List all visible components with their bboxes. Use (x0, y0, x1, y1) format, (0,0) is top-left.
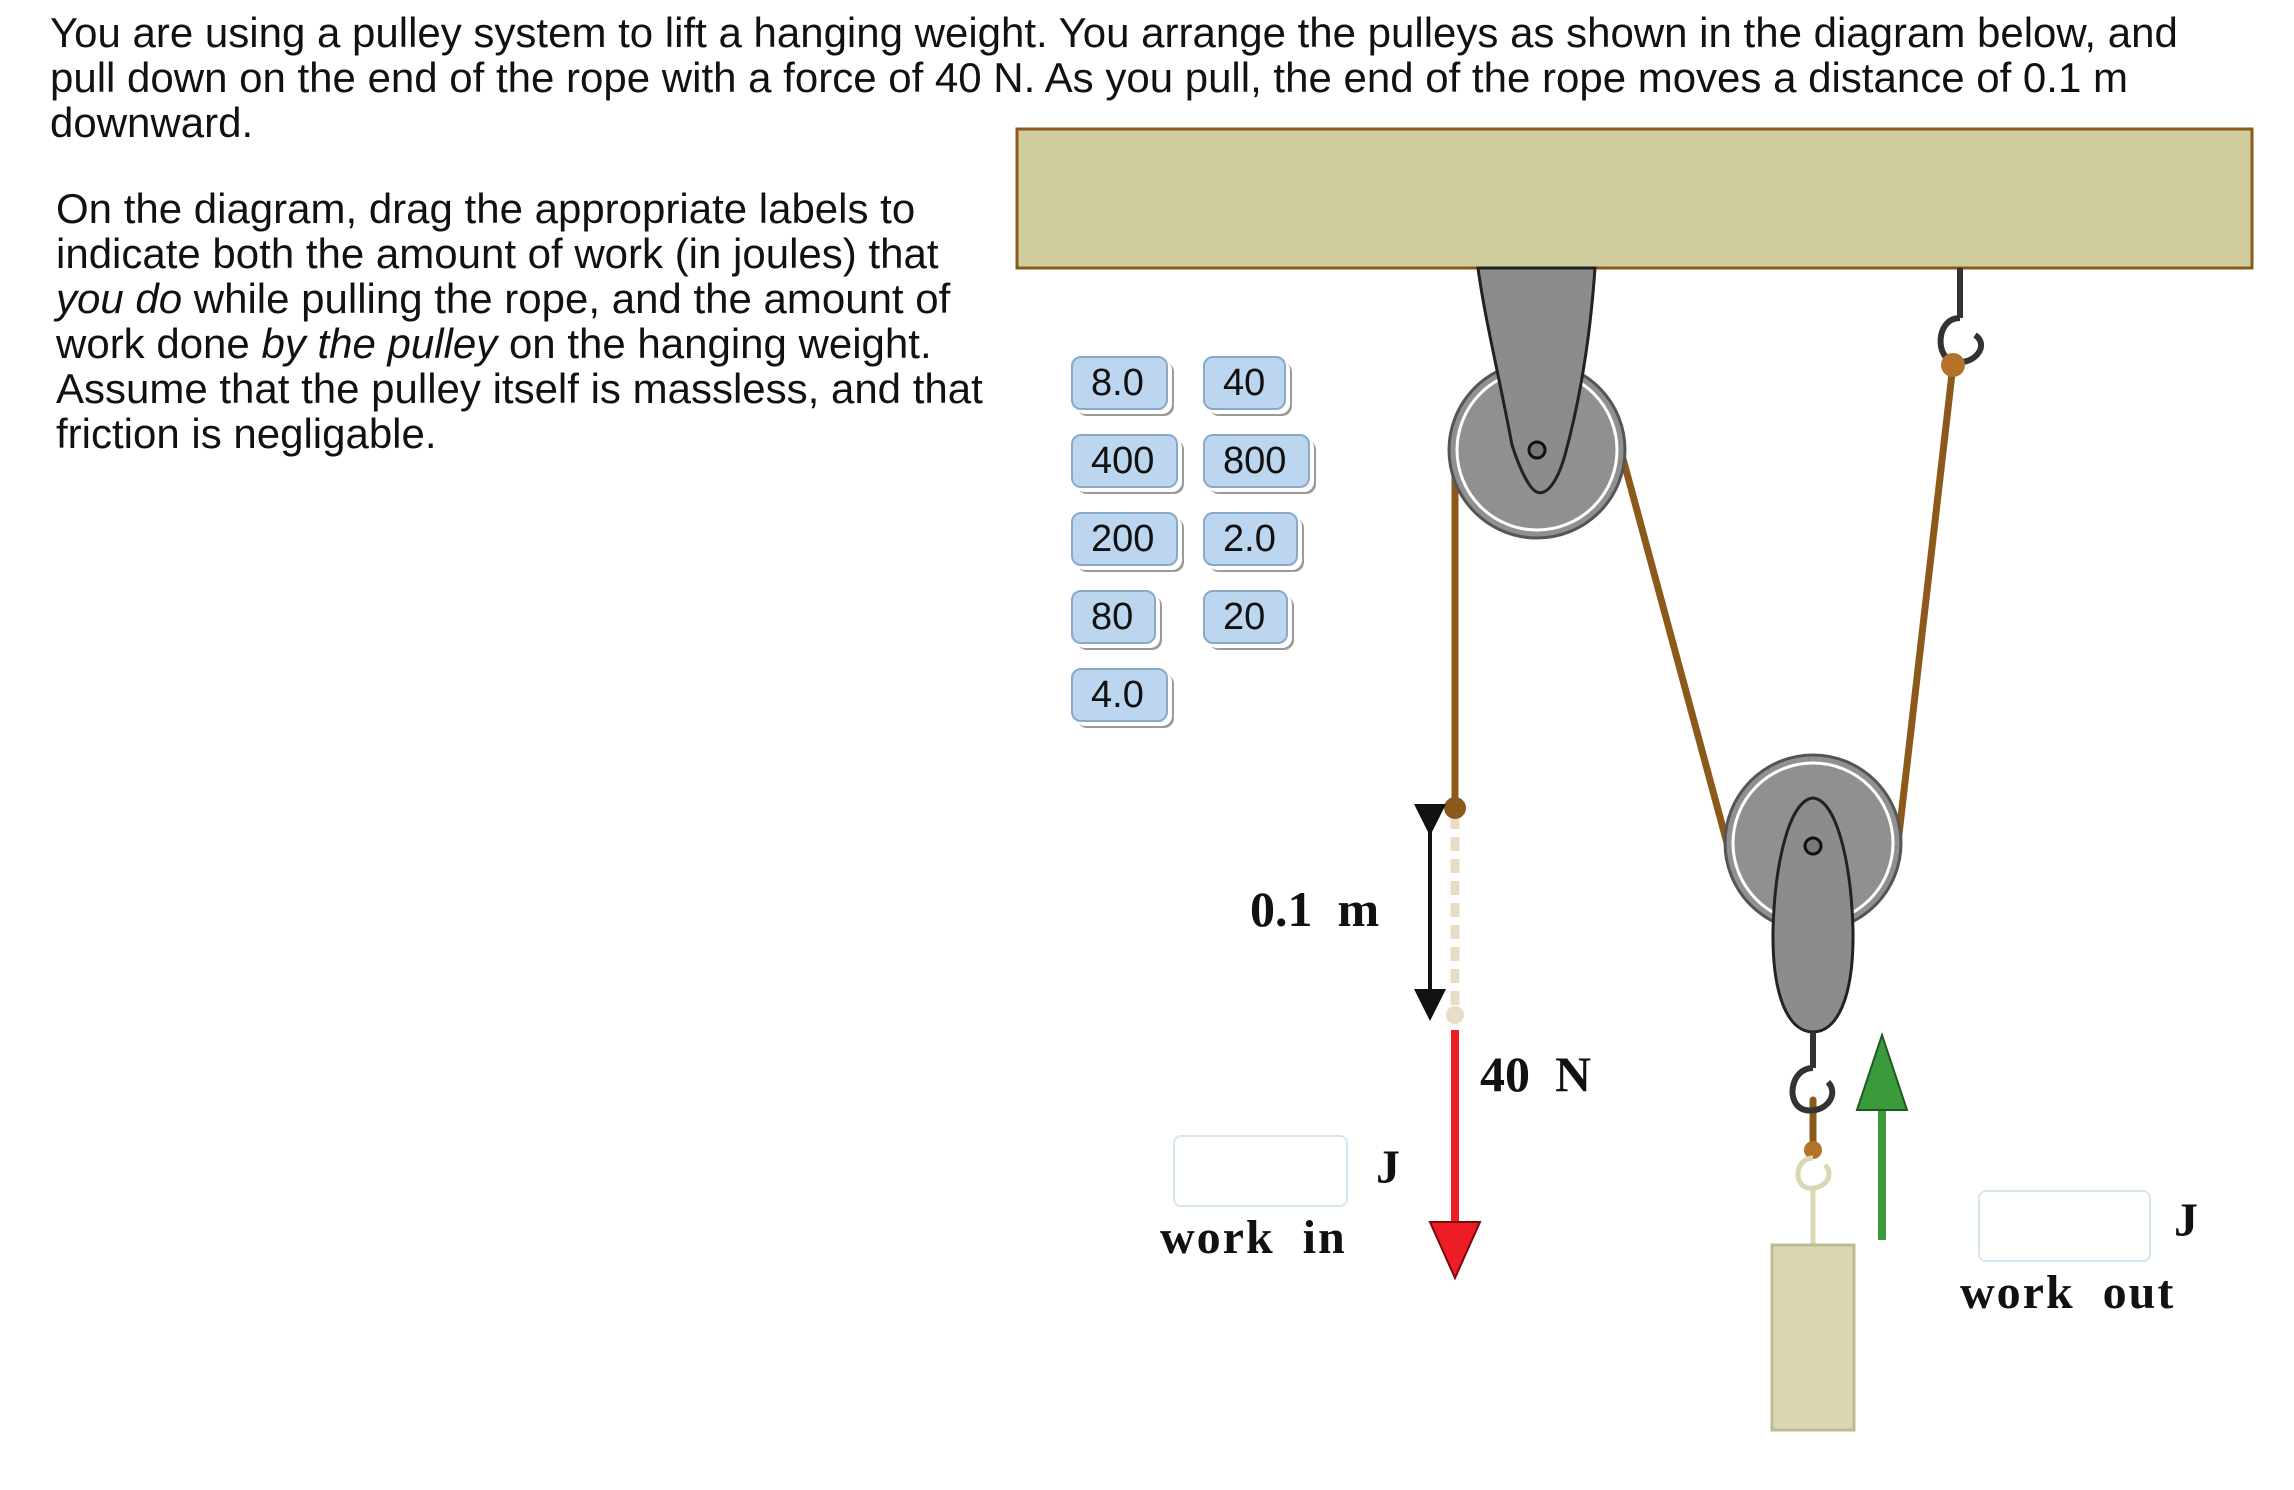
rope-end-knot (1444, 797, 1466, 819)
ceiling-hook (1937, 268, 1985, 377)
label-chip[interactable]: 20 (1203, 590, 1288, 644)
ceiling-beam (1015, 127, 2254, 270)
distance-label: 0.1 m (1250, 880, 1379, 938)
work-in-drop-target[interactable] (1173, 1135, 1348, 1207)
work-in-unit: J (1376, 1141, 1400, 1194)
hanging-weight (1770, 1243, 1856, 1432)
label-chip[interactable]: 400 (1071, 434, 1178, 488)
distance-value: 0.1 (1250, 881, 1313, 937)
force-unit: N (1555, 1046, 1592, 1102)
rope-end-final-position (1446, 1006, 1464, 1024)
instructions-text-3: on the hanging weight. Assume that the p… (56, 320, 983, 457)
work-in-caption: work in (1160, 1211, 1347, 1264)
label-chip[interactable]: 80 (1071, 590, 1156, 644)
label-chip[interactable]: 2.0 (1203, 512, 1298, 566)
force-label: 40 N (1480, 1045, 1591, 1103)
instructions-emphasis-you-do: you do (56, 275, 183, 322)
problem-intro: You are using a pulley system to lift a … (50, 9, 2178, 146)
fixed-pulley (1447, 266, 1627, 540)
work-out-unit: J (2174, 1194, 2198, 1247)
label-chip[interactable]: 40 (1203, 356, 1286, 410)
rope (1451, 361, 1957, 1154)
movable-pulley (1723, 753, 1903, 1114)
work-out-drop-target[interactable] (1978, 1190, 2151, 1262)
weight-hook (1795, 1141, 1832, 1245)
label-chip[interactable]: 8.0 (1071, 356, 1168, 410)
problem-instructions: On the diagram, drag the appropriate lab… (56, 186, 1016, 456)
work-out-caption: work out (1960, 1266, 2176, 1319)
label-chip[interactable]: 4.0 (1071, 668, 1168, 722)
instructions-text-2: while pulling the rope, and the amount o… (56, 275, 951, 367)
force-value: 40 (1480, 1046, 1530, 1102)
instructions-emphasis-by-pulley: by the pulley (261, 320, 498, 367)
instructions-text-1: On the diagram, drag the appropriate lab… (56, 185, 939, 277)
label-chip[interactable]: 200 (1071, 512, 1178, 566)
force-arrow (1428, 1030, 1482, 1281)
label-chip[interactable]: 800 (1203, 434, 1310, 488)
distance-unit: m (1337, 881, 1380, 937)
lift-arrow (1855, 1031, 1909, 1240)
